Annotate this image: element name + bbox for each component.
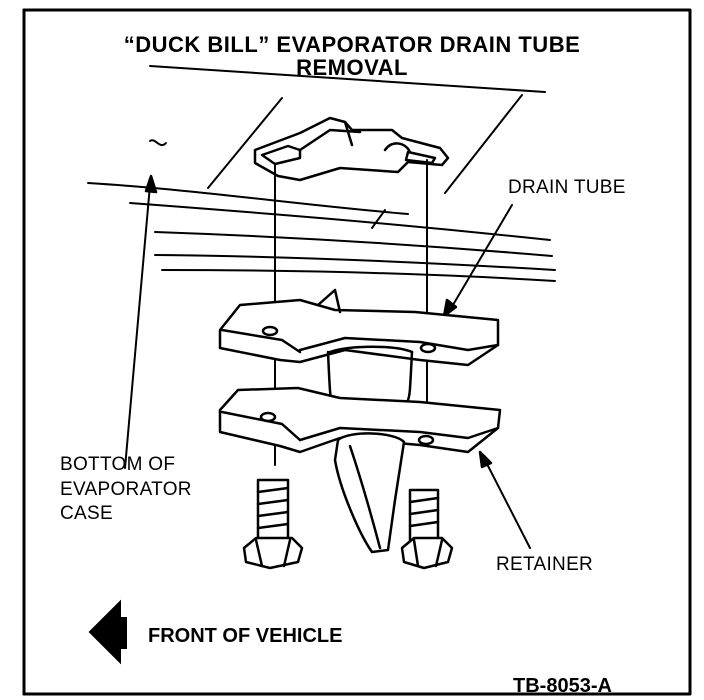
retainer-leader [478,450,531,549]
duck-bill-top [253,116,450,182]
figure-code: TB-8053-A [513,675,612,697]
bottom-case-leader [124,174,158,469]
label-bottom-case-2: EVAPORATOR [60,479,192,500]
arrow-left-icon [88,599,127,665]
label-bottom-case-3: CASE [60,503,113,524]
evaporator-case-lines [87,65,556,282]
figure-border [22,8,692,696]
title-line-1: “DUCK BILL” EVAPORATOR DRAIN TUBE [123,32,581,57]
drain-tube-flange [218,288,500,367]
right-screw [400,488,454,570]
title-line-2: REMOVAL [296,55,408,80]
duck-bill-outlet [333,432,406,554]
label-front-of-vehicle: FRONT OF VEHICLE [148,625,343,647]
drain-tube-leader [442,204,513,318]
label-drain-tube: DRAIN TUBE [508,177,626,198]
label-retainer: RETAINER [496,554,594,575]
left-screw [242,478,304,570]
retainer-flange [218,386,502,454]
label-bottom-case-1: BOTTOM OF [60,454,176,475]
